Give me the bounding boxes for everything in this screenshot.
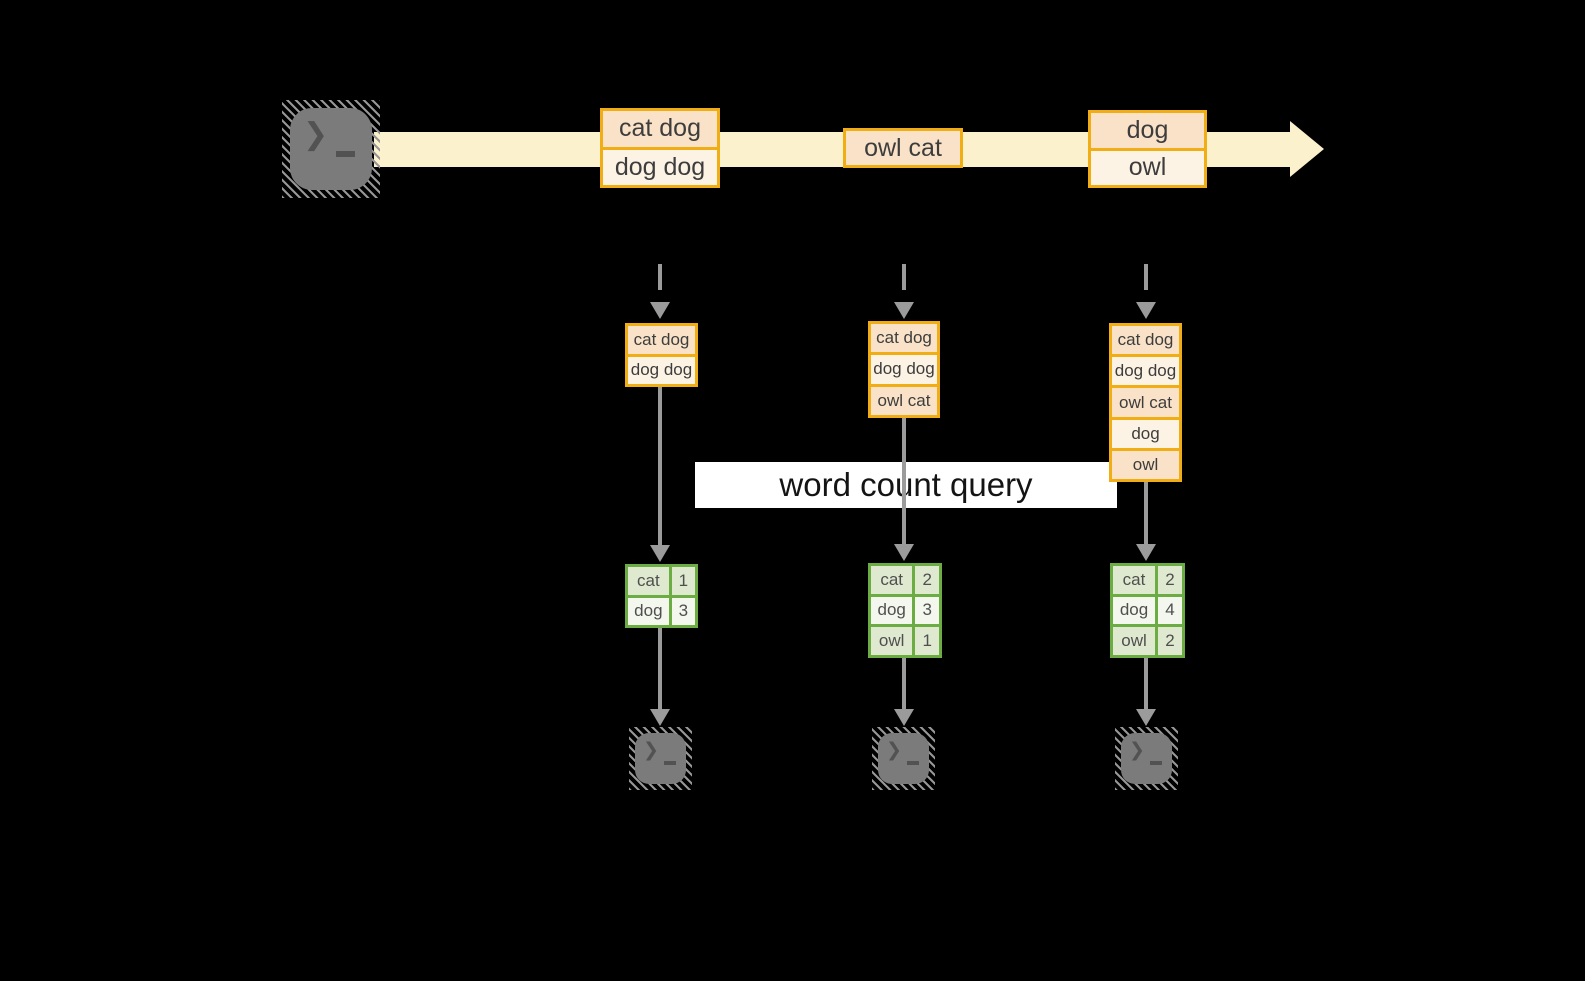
stream-batch-box: dog owl bbox=[1088, 110, 1207, 188]
word-cell: cat bbox=[1113, 566, 1155, 594]
stack-cell: dog dog bbox=[1112, 354, 1179, 386]
count-cell: 1 bbox=[671, 567, 695, 595]
output-terminal-icon: ❯ bbox=[872, 727, 935, 790]
output-terminal-icon: ❯ bbox=[1115, 727, 1178, 790]
output-arrow-line bbox=[902, 658, 906, 709]
count-cell: 2 bbox=[1158, 627, 1182, 655]
ingest-arrowhead-icon bbox=[894, 302, 914, 319]
stream-batch-box: owl cat bbox=[843, 128, 963, 168]
output-arrowhead-icon bbox=[894, 709, 914, 726]
stack-cell: cat dog bbox=[628, 326, 695, 354]
batch-line: dog dog bbox=[603, 146, 717, 185]
batch-line: cat dog bbox=[603, 111, 717, 147]
terminal-screen: ❯ bbox=[635, 733, 686, 784]
count-cell: 3 bbox=[915, 596, 939, 625]
stack-cell: owl cat bbox=[1112, 385, 1179, 417]
ingest-arrowhead-icon bbox=[1136, 302, 1156, 319]
stack-cell: dog bbox=[1112, 416, 1179, 448]
stream-arrowhead-icon bbox=[1290, 121, 1324, 177]
ingest-arrowhead-icon bbox=[650, 302, 670, 319]
word-cell: owl bbox=[871, 627, 913, 655]
stack-cell: cat dog bbox=[871, 324, 937, 353]
count-cell: 4 bbox=[1158, 596, 1182, 625]
ingest-arrow-line bbox=[658, 264, 662, 298]
terminal-prompt-icon: ❯ bbox=[303, 118, 329, 151]
terminal-cursor-icon bbox=[907, 761, 919, 765]
query-arrow-line bbox=[902, 418, 906, 544]
query-arrowhead-icon bbox=[894, 544, 914, 561]
word-cell: cat bbox=[628, 567, 669, 595]
word-cell: owl bbox=[1113, 627, 1155, 655]
output-arrow-line bbox=[1144, 658, 1148, 709]
count-cell: 1 bbox=[915, 627, 939, 655]
output-terminal-icon: ❯ bbox=[629, 727, 692, 790]
batch-line: owl cat bbox=[846, 131, 960, 165]
query-arrowhead-icon bbox=[1136, 544, 1156, 561]
micro-batch-stack: cat dog dog dog owl cat dog owl bbox=[1109, 323, 1182, 482]
terminal-screen: ❯ bbox=[290, 108, 372, 190]
word-cell: dog bbox=[628, 597, 669, 625]
stack-cell: dog dog bbox=[628, 353, 695, 384]
output-arrowhead-icon bbox=[650, 709, 670, 726]
batch-line: owl bbox=[1091, 147, 1204, 185]
terminal-cursor-icon bbox=[1150, 761, 1162, 765]
terminal-prompt-icon: ❯ bbox=[886, 740, 902, 761]
ingest-arrow-line bbox=[1144, 264, 1148, 298]
word-count-table: cat 1 dog 3 bbox=[625, 564, 698, 628]
word-cell: cat bbox=[871, 566, 913, 594]
count-cell: 2 bbox=[915, 566, 939, 594]
source-terminal-icon: ❯ bbox=[282, 100, 380, 198]
word-cell: dog bbox=[1113, 596, 1155, 625]
query-arrow-line bbox=[658, 387, 662, 545]
micro-batch-stack: cat dog dog dog bbox=[625, 323, 698, 387]
word-cell: dog bbox=[871, 596, 913, 625]
stack-cell: dog dog bbox=[871, 352, 937, 384]
count-cell: 3 bbox=[671, 597, 695, 625]
ingest-arrow-line bbox=[902, 264, 906, 298]
output-arrowhead-icon bbox=[1136, 709, 1156, 726]
word-count-table: cat 2 dog 3 owl 1 bbox=[868, 563, 942, 658]
terminal-screen: ❯ bbox=[878, 733, 929, 784]
stream-batch-box: cat dog dog dog bbox=[600, 108, 720, 188]
output-arrow-line bbox=[658, 628, 662, 709]
stack-cell: owl bbox=[1112, 447, 1179, 480]
stack-cell: cat dog bbox=[1112, 326, 1179, 355]
terminal-cursor-icon bbox=[336, 151, 355, 157]
count-cell: 2 bbox=[1158, 566, 1182, 594]
word-count-query-label: word count query bbox=[695, 462, 1117, 508]
batch-line: dog bbox=[1091, 113, 1204, 148]
word-count-table: cat 2 dog 4 owl 2 bbox=[1110, 563, 1185, 658]
terminal-prompt-icon: ❯ bbox=[1129, 740, 1145, 761]
stack-cell: owl cat bbox=[871, 383, 937, 415]
terminal-prompt-icon: ❯ bbox=[643, 740, 659, 761]
terminal-cursor-icon bbox=[664, 761, 676, 765]
query-arrowhead-icon bbox=[650, 545, 670, 562]
micro-batch-stack: cat dog dog dog owl cat bbox=[868, 321, 940, 418]
terminal-screen: ❯ bbox=[1121, 733, 1172, 784]
query-arrow-line bbox=[1144, 482, 1148, 544]
